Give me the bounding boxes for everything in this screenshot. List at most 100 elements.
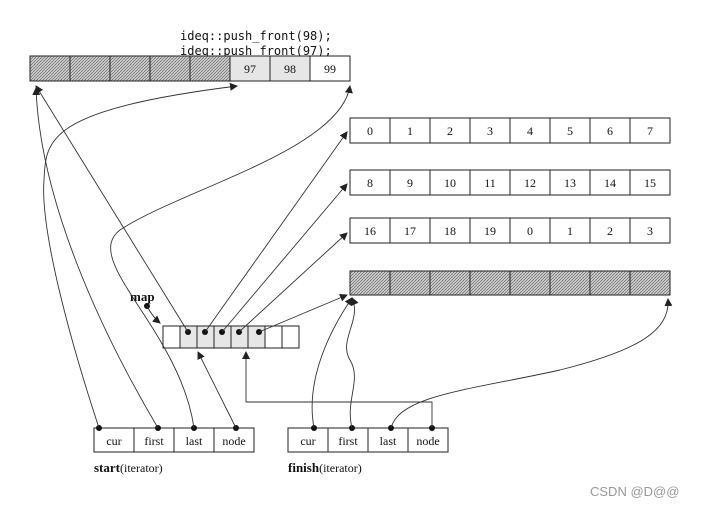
finish-first-arrow bbox=[346, 297, 359, 429]
code-line-2: ideq::push_front(97); bbox=[180, 44, 332, 58]
buffer-cell bbox=[509, 217, 551, 244]
buffer-cell bbox=[629, 169, 671, 196]
buffer-cell bbox=[469, 270, 511, 296]
buffer-value: 3 bbox=[487, 124, 493, 138]
buffer-cell bbox=[429, 169, 471, 196]
code-line-1: ideq::push_front(98); bbox=[180, 29, 332, 43]
buffer-value: 2 bbox=[447, 124, 453, 138]
map: map bbox=[130, 289, 300, 349]
finish-iterator-caption: finish(iterator) bbox=[288, 460, 362, 475]
node-pointer-arrow bbox=[221, 183, 348, 333]
top-buffer-cell bbox=[269, 55, 311, 82]
buffer-cell bbox=[429, 117, 471, 144]
start-iterator-caption: start(iterator) bbox=[94, 460, 163, 475]
finish-cur-arrow bbox=[311, 297, 353, 429]
map-node bbox=[281, 325, 300, 349]
map-node bbox=[247, 325, 266, 349]
buffer-value: 15 bbox=[644, 176, 656, 190]
finish-pointers bbox=[242, 297, 673, 429]
buffer-cell bbox=[629, 217, 671, 244]
top-buffer-value: 97 bbox=[244, 62, 256, 76]
buffer-value: 14 bbox=[604, 176, 616, 190]
buffer-cell bbox=[469, 169, 511, 196]
buffer-cell bbox=[389, 117, 431, 144]
buffer-value: 1 bbox=[567, 224, 573, 238]
finish-last-arrow bbox=[390, 298, 673, 429]
buffer-cell bbox=[509, 117, 551, 144]
finish-cur-label: cur bbox=[300, 434, 315, 448]
buffer-value: 11 bbox=[484, 176, 496, 190]
start-iterator: cur first last node start(iterator) bbox=[93, 425, 255, 475]
buffer-cell bbox=[549, 217, 591, 244]
buffer-value: 16 bbox=[364, 224, 376, 238]
buffer-cell bbox=[549, 270, 591, 296]
iterator-field-box bbox=[407, 427, 449, 453]
buffer-cell bbox=[549, 117, 591, 144]
start-node-label: node bbox=[222, 434, 245, 448]
buffer-value: 12 bbox=[524, 176, 536, 190]
buffer-cell bbox=[389, 169, 431, 196]
top-buffer-cell bbox=[69, 55, 111, 82]
top-buffer-cell bbox=[109, 55, 151, 82]
buffer-value: 0 bbox=[527, 224, 533, 238]
buffer-cell bbox=[349, 169, 391, 196]
top-buffer: 97 98 99 bbox=[29, 55, 351, 82]
start-cur-label: cur bbox=[106, 434, 121, 448]
buffer-value: 19 bbox=[484, 224, 496, 238]
top-buffer-cell bbox=[29, 55, 71, 82]
top-buffer-value: 99 bbox=[324, 62, 336, 76]
buffer-3 bbox=[349, 270, 671, 296]
start-cur-arrow bbox=[43, 82, 238, 429]
buffer-cell bbox=[589, 169, 631, 196]
start-last-arrow bbox=[110, 85, 353, 429]
buffer-cell bbox=[349, 270, 391, 296]
buffer-value: 10 bbox=[444, 176, 456, 190]
iterator-field-box bbox=[133, 427, 175, 453]
buffer-cell bbox=[629, 117, 671, 144]
top-buffer-cell bbox=[189, 55, 231, 82]
finish-last-label: last bbox=[380, 434, 397, 448]
buffer-value: 5 bbox=[567, 124, 573, 138]
buffer-value: 18 bbox=[444, 224, 456, 238]
start-first-label: first bbox=[144, 434, 164, 448]
buffer-value: 1 bbox=[407, 124, 413, 138]
buffer-value: 4 bbox=[527, 124, 533, 138]
finish-node-label: node bbox=[416, 434, 439, 448]
buffer-2: 16 17 18 19 0 1 2 3 bbox=[349, 217, 671, 244]
node-pointer-arrow bbox=[238, 232, 348, 333]
buffer-value: 13 bbox=[564, 176, 576, 190]
top-buffer-value: 98 bbox=[284, 62, 296, 76]
finish-node-arrow bbox=[242, 351, 433, 428]
node-pointer-arrow bbox=[35, 85, 189, 333]
buffer-value: 9 bbox=[407, 176, 413, 190]
buffer-cell bbox=[629, 270, 671, 296]
buffer-cell bbox=[469, 117, 511, 144]
top-buffer-cell bbox=[309, 55, 351, 82]
start-node-arrow bbox=[197, 351, 237, 429]
buffer-value: 17 bbox=[404, 224, 416, 238]
start-last-label: last bbox=[186, 434, 203, 448]
start-first-arrow bbox=[32, 87, 159, 429]
watermark: CSDN @D@@ bbox=[590, 484, 679, 499]
map-node bbox=[162, 325, 181, 349]
buffer-cell bbox=[589, 117, 631, 144]
buffer-value: 6 bbox=[607, 124, 613, 138]
map-node-pointers bbox=[35, 85, 348, 333]
buffer-value: 7 bbox=[647, 124, 653, 138]
iterator-field-box bbox=[367, 427, 409, 453]
buffer-cell bbox=[389, 270, 431, 296]
map-label: map bbox=[130, 289, 155, 304]
iterator-field-box bbox=[327, 427, 369, 453]
buffer-value: 0 bbox=[367, 124, 373, 138]
start-pointers bbox=[32, 82, 353, 429]
buffer-value: 3 bbox=[647, 224, 653, 238]
map-pointer-arrow bbox=[146, 305, 161, 324]
buffer-cell bbox=[509, 270, 551, 296]
finish-iterator: cur first last node finish(iterator) bbox=[287, 425, 449, 475]
buffer-cell bbox=[429, 270, 471, 296]
node-pointer-arrow bbox=[204, 131, 348, 333]
buffer-value: 2 bbox=[607, 224, 613, 238]
node-pointer-arrow bbox=[258, 294, 348, 333]
top-buffer-cell bbox=[149, 55, 191, 82]
